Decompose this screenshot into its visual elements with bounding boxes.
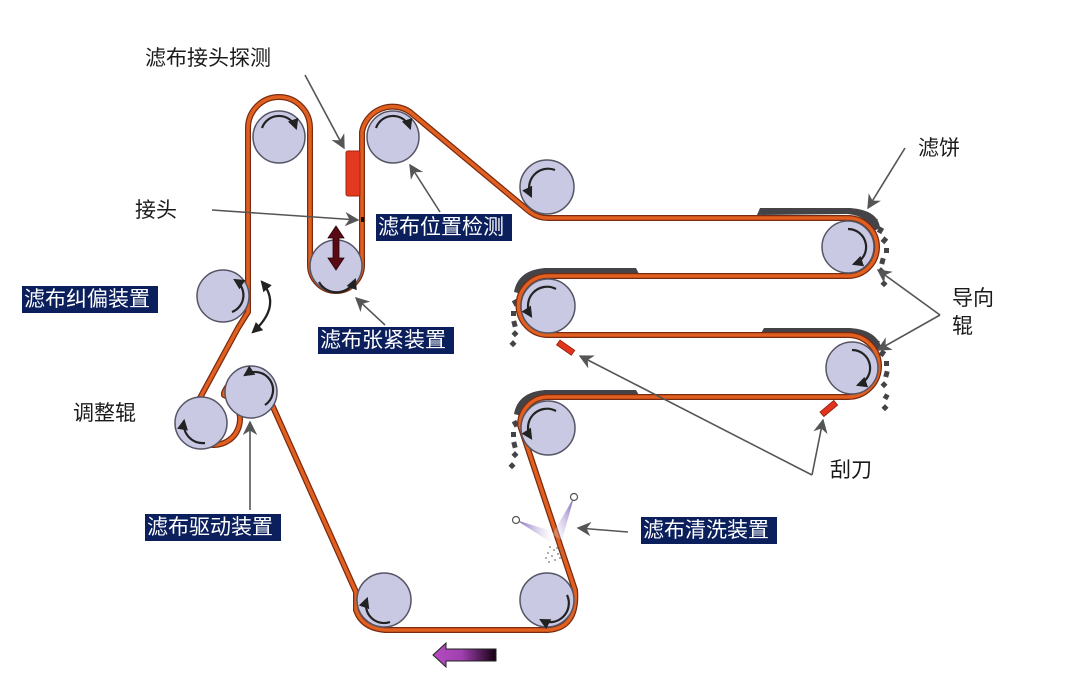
roller-top-right xyxy=(519,159,575,215)
leader-guide-1 xyxy=(876,269,941,316)
leader-cleaning xyxy=(576,521,629,537)
filter-cake-top-right xyxy=(757,208,880,232)
guide-roller-left-2 xyxy=(520,400,576,456)
label-filter-cake: 滤饼 xyxy=(918,136,960,160)
leader-scraper-2 xyxy=(811,418,828,476)
adjust-roller xyxy=(174,396,228,450)
label-adjust-roller: 调整辊 xyxy=(73,401,136,425)
bottom-roller-right xyxy=(519,572,575,629)
guide-roller-left-1 xyxy=(520,278,576,334)
roller-top-mid xyxy=(366,110,420,164)
leader-joint-detect xyxy=(304,74,345,150)
label-drive: 滤布驱动装置 xyxy=(145,514,281,541)
label-tension: 滤布张紧装置 xyxy=(318,327,454,354)
leader-position-detect xyxy=(409,163,441,213)
label-guide-roller-line1: 导向 xyxy=(952,286,994,310)
leader-guide-2 xyxy=(876,314,941,351)
label-position-detect: 滤布位置检测 xyxy=(376,214,512,241)
label-joint-detect: 滤布接头探测 xyxy=(145,46,271,70)
leader-lines xyxy=(211,74,941,537)
label-cleaning: 滤布清洗装置 xyxy=(641,517,777,544)
label-deviation-correct: 滤布纠偏装置 xyxy=(22,286,158,313)
guide-roller-right-2 xyxy=(825,341,879,395)
tension-arrow-icon xyxy=(327,225,345,271)
drive-roller xyxy=(224,365,278,419)
bottom-roller-left xyxy=(356,572,412,628)
belt-joint-mark xyxy=(361,217,364,222)
scraper-left xyxy=(556,339,576,356)
leader-tension xyxy=(354,297,386,326)
guide-roller-right-1 xyxy=(821,220,875,274)
label-guide-roller-line2: 辊 xyxy=(952,314,973,339)
rollers xyxy=(174,110,879,629)
roller-top-left xyxy=(252,110,306,164)
label-guide-roller: 导向 辊 xyxy=(952,284,1000,341)
spray-droplets xyxy=(545,546,564,563)
deviation-arrow-icon xyxy=(251,280,272,334)
direction-arrow-icon xyxy=(432,641,497,669)
cleaning-spray-icon xyxy=(511,492,579,563)
deviation-roller xyxy=(196,269,250,323)
leader-joint xyxy=(211,209,360,227)
joint-sensor xyxy=(345,150,361,197)
scraper-right xyxy=(819,399,839,418)
leader-scraper-1 xyxy=(578,355,813,476)
label-joint: 接头 xyxy=(135,198,177,222)
label-scraper: 刮刀 xyxy=(830,458,872,482)
leader-filter-cake xyxy=(867,147,906,210)
